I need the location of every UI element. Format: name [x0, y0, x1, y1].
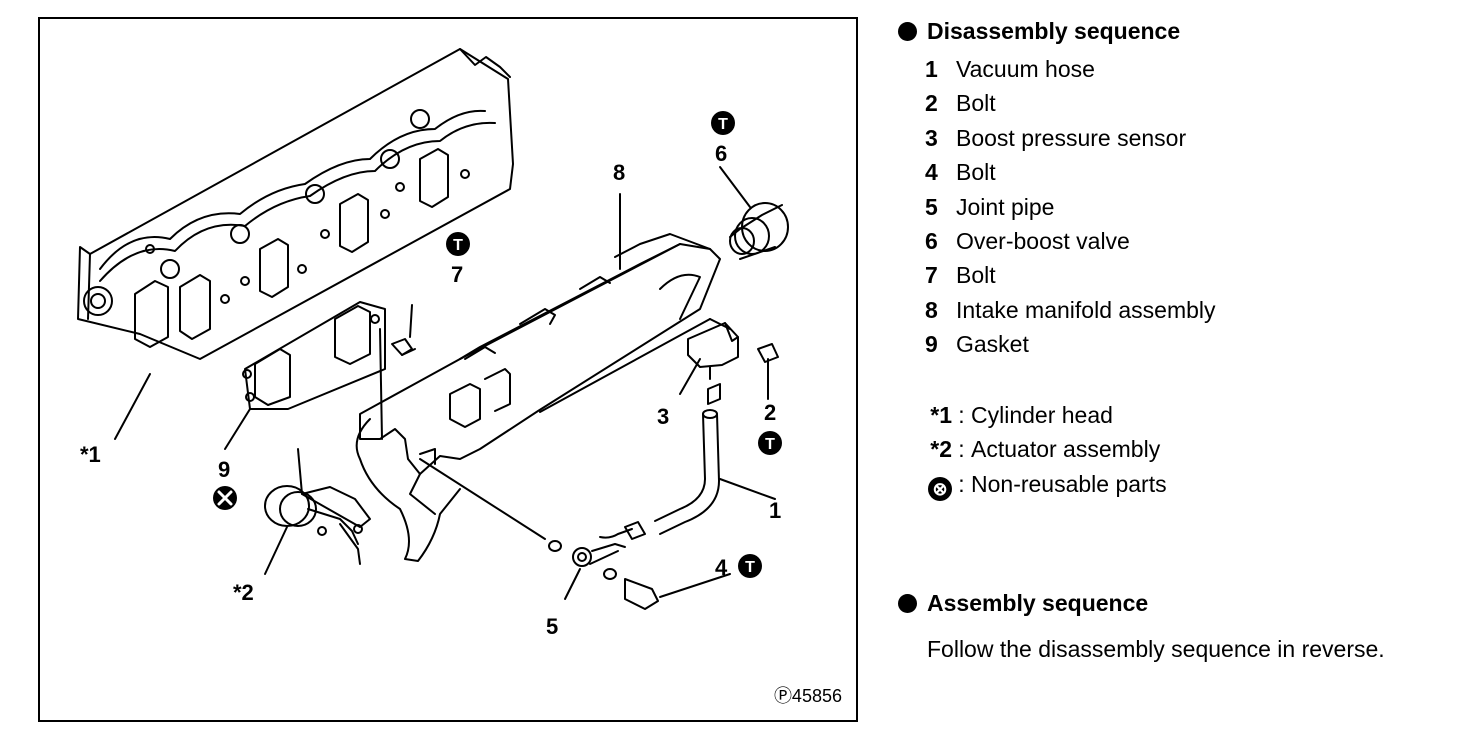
intake-manifold-drawing [355, 193, 731, 562]
part-name: Over-boost valve [956, 227, 1130, 254]
note-text: Actuator assembly [971, 436, 1161, 463]
notes-list: *1:Cylinder head*2:Actuator assembly⊗:No… [908, 404, 1167, 507]
callout-5: 5 [546, 614, 559, 639]
part-item: 2 Bolt [925, 92, 1216, 126]
over-boost-valve-drawing [719, 166, 789, 260]
part-number: 7 [925, 262, 938, 289]
note-symbol: *2 [930, 436, 952, 463]
note-colon: : [958, 436, 965, 463]
part-name: Boost pressure sensor [956, 124, 1187, 151]
actuator-drawing [264, 448, 371, 575]
callout-cylinder-head: *1 [80, 442, 101, 467]
non-reusable-icon: ⊗ [928, 476, 952, 501]
callout-6: 6 [715, 141, 728, 166]
cylinder-head-drawing [77, 48, 514, 440]
tightening-symbol-letters: T T T T [453, 116, 775, 576]
boost-pressure-sensor-drawing [679, 322, 779, 405]
part-number: 3 [925, 124, 938, 151]
part-name: Bolt [956, 159, 996, 186]
note-symbol: ⊗ [908, 473, 952, 501]
exploded-diagram: T T T T *1 *2 1 2 3 4 5 6 7 8 9 Ⓟ45856 [38, 17, 858, 722]
part-name: Bolt [956, 262, 996, 289]
part-name: Intake manifold assembly [956, 296, 1216, 323]
vacuum-hose-drawing [599, 409, 776, 540]
callout-2: 2 [764, 400, 777, 425]
gasket-drawing [224, 301, 386, 450]
note-colon: : [958, 402, 965, 428]
part-number: 1 [925, 56, 938, 82]
disassembly-heading-text: Disassembly sequence [927, 18, 1181, 44]
note-item: *1:Cylinder head [908, 404, 1167, 438]
part-name: Bolt [956, 90, 996, 117]
figure-number: Ⓟ45856 [773, 686, 842, 706]
note-item: ⊗:Non-reusable parts [908, 470, 1167, 507]
assembly-heading-text: Assembly sequence [927, 590, 1149, 616]
bolt-7-drawing [391, 304, 416, 356]
part-number: 2 [925, 90, 938, 117]
part-number: 6 [925, 227, 938, 254]
diagram-drawing: T T T T [77, 48, 789, 610]
part-item: 3 Boost pressure sensor [925, 124, 1216, 161]
disassembly-heading: Disassembly sequence [898, 20, 1180, 43]
part-item: 6 Over-boost valve [925, 227, 1216, 264]
non-reusable-cross [217, 490, 233, 506]
tightening-symbol-label: T [745, 559, 755, 576]
part-item: 4 Bolt [925, 161, 1216, 195]
callout-9: 9 [218, 457, 231, 482]
tightening-symbol-label: T [718, 116, 728, 133]
callout-3: 3 [657, 404, 670, 429]
callout-7: 7 [451, 262, 464, 287]
part-item: 9 Gasket [925, 333, 1216, 367]
callout-actuator: *2 [233, 580, 254, 605]
note-symbol: *1 [930, 402, 952, 428]
callout-8: 8 [613, 160, 626, 185]
tightening-symbol-icon [758, 431, 782, 455]
part-item: 1 Vacuum hose [925, 58, 1216, 92]
note-text: Non-reusable parts [971, 470, 1167, 497]
note-item: *2:Actuator assembly [908, 438, 1167, 472]
note-text: Cylinder head [971, 402, 1113, 428]
bullet-icon [898, 22, 917, 41]
part-number: 8 [925, 296, 938, 323]
part-number: 9 [925, 331, 938, 358]
callout-1: 1 [769, 498, 782, 523]
note-colon: : [958, 470, 965, 497]
part-name: Gasket [956, 331, 1029, 358]
part-item: 8 Intake manifold assembly [925, 296, 1216, 333]
tightening-symbol-icon [446, 232, 470, 256]
part-name: Joint pipe [956, 193, 1055, 220]
assembly-text: Follow the disassembly sequence in rever… [927, 636, 1385, 662]
part-name: Vacuum hose [956, 56, 1095, 82]
tightening-symbol-icon [711, 111, 735, 135]
part-item: 7 Bolt [925, 264, 1216, 298]
tightening-symbol-label: T [765, 436, 775, 453]
callout-4: 4 [715, 555, 728, 580]
tightening-symbol-label: T [453, 237, 463, 254]
bullet-icon [898, 594, 917, 613]
part-number: 4 [925, 159, 938, 186]
assembly-heading: Assembly sequence [898, 592, 1148, 615]
joint-pipe-drawing [419, 458, 731, 610]
part-item: 5 Joint pipe [925, 193, 1216, 230]
tightening-symbol-icon [738, 554, 762, 578]
part-number: 5 [925, 193, 938, 220]
